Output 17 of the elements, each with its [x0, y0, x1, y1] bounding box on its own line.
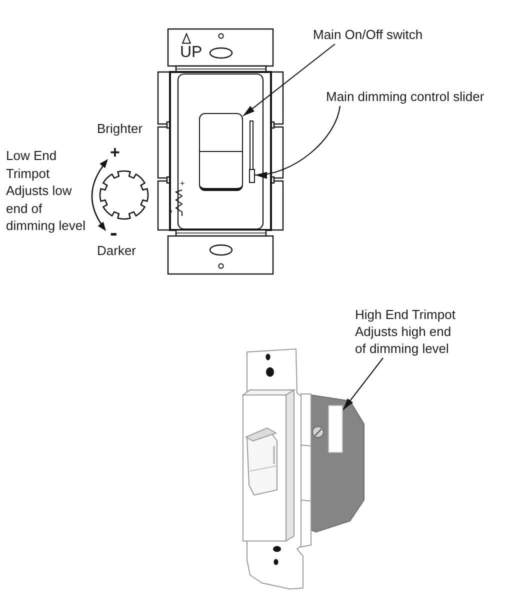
callout-label: Main On/Off switch — [313, 27, 423, 43]
slider-knob — [249, 169, 255, 183]
trimpot-slot — [328, 405, 343, 453]
direction-label: Brighter — [97, 122, 143, 135]
leader-arrow — [242, 44, 336, 116]
trimpot-label: Low End Trimpot Adjusts low end of dimming level — [6, 147, 86, 234]
plus-sign: + — [180, 180, 185, 188]
callout-label: High End Trimpot Adjusts high end of dimming level — [355, 306, 459, 357]
switch-marking: UP — [180, 45, 202, 61]
callout-label: Main dimming control slider — [326, 89, 484, 105]
minus-sign: - — [110, 222, 118, 244]
switch-paddle — [199, 113, 243, 191]
leader-arrow — [342, 358, 384, 410]
leader-arrow — [254, 106, 341, 178]
plus-sign: + — [110, 144, 120, 161]
direction-label: Darker — [97, 244, 136, 257]
minus-sign: - — [167, 210, 176, 213]
